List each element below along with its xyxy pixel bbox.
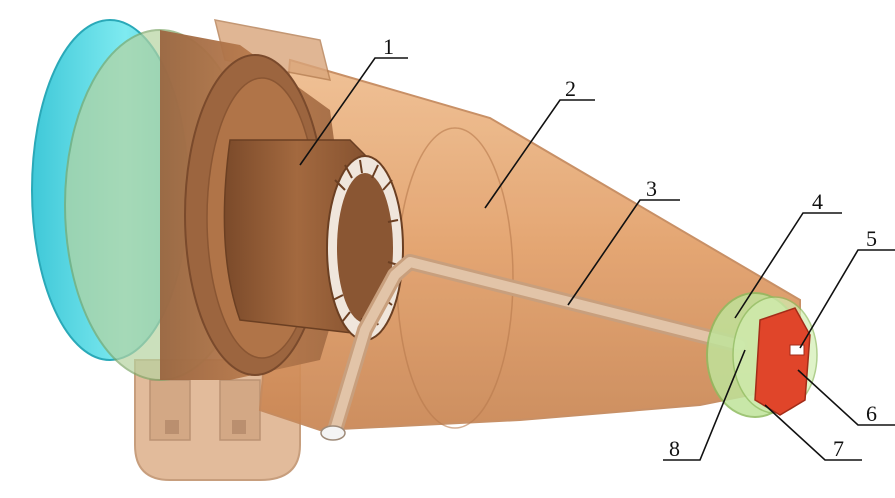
callout-4: 4 bbox=[812, 189, 823, 214]
swirl-element bbox=[754, 307, 811, 416]
callout-6: 6 bbox=[866, 401, 877, 426]
leader-lines bbox=[299, 57, 895, 461]
callout-5: 5 bbox=[866, 226, 877, 251]
leader-line-8 bbox=[663, 349, 746, 461]
inner-cylinder bbox=[223, 139, 404, 341]
callout-3: 3 bbox=[646, 176, 657, 201]
callout-7: 7 bbox=[833, 436, 844, 461]
mounting-bracket bbox=[134, 359, 301, 481]
callout-8: 8 bbox=[669, 436, 680, 461]
leader-line-5 bbox=[799, 249, 895, 349]
callout-1: 1 bbox=[383, 34, 394, 59]
leader-line-3 bbox=[567, 199, 680, 306]
leader-line-1 bbox=[299, 57, 408, 166]
feed-tube bbox=[320, 254, 748, 441]
callout-2: 2 bbox=[565, 76, 576, 101]
leader-line-4 bbox=[734, 212, 842, 319]
callout-labels: 1 2 3 4 5 6 7 8 bbox=[383, 34, 877, 461]
conical-body bbox=[258, 58, 801, 432]
leader-line-7 bbox=[764, 404, 862, 461]
leader-line-2 bbox=[484, 99, 595, 209]
leader-line-6 bbox=[797, 369, 895, 426]
